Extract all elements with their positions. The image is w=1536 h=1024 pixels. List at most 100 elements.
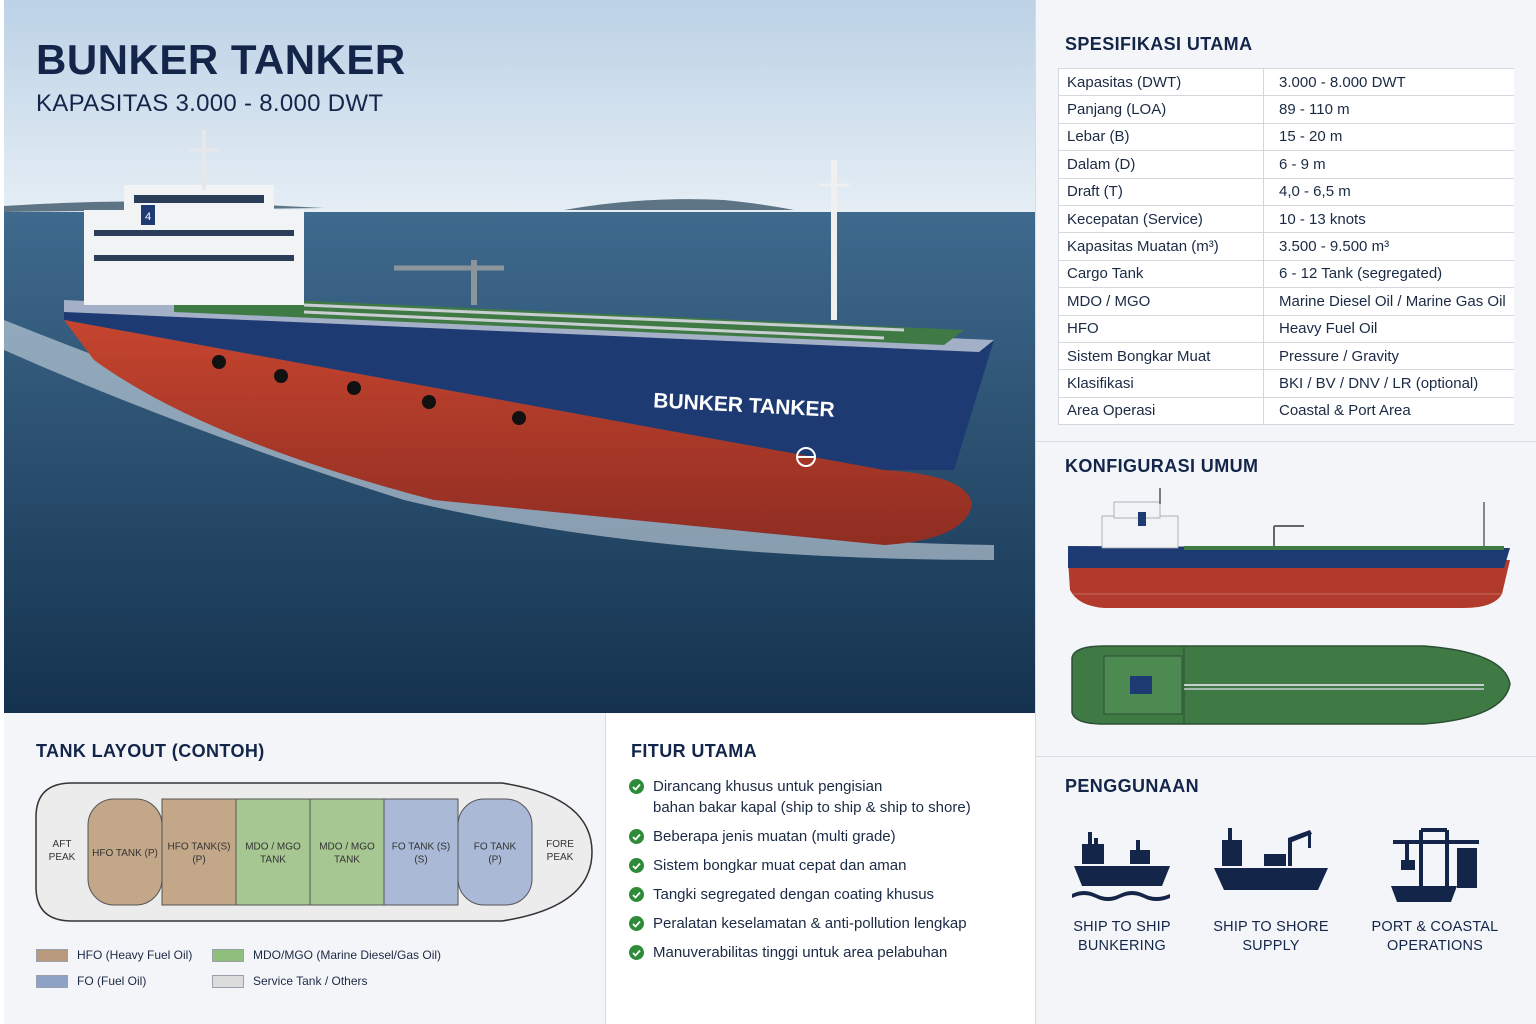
fore-peak-label-2: PEAK — [547, 852, 574, 863]
right-panel: SPESIFIKASI UTAMA Kapasitas (DWT)3.000 -… — [1035, 0, 1536, 1024]
feature-item: Dirancang khusus untuk pengisian bahan ba… — [629, 776, 1029, 818]
tank-cell — [235, 798, 311, 906]
tank-cell — [383, 798, 459, 906]
usage-label-line1: PORT & COASTAL — [1371, 919, 1499, 935]
tank-label: FO TANK (S) — [392, 842, 451, 853]
feature-item: Manuverabilitas tinggi untuk area pelabu… — [629, 942, 1029, 963]
tank-cell — [457, 798, 533, 906]
check-icon — [629, 829, 644, 844]
spec-label: Dalam (D) — [1058, 150, 1264, 179]
usage-label-line2: BUNKERING — [1077, 938, 1166, 954]
legend-fo: FO (Fuel Oil) — [36, 974, 146, 988]
ship-bunkering-icon — [1072, 832, 1170, 901]
tank-layout-heading: TANK LAYOUT (CONTOH) — [36, 741, 265, 761]
usage-label-line2: SUPPLY — [1242, 938, 1300, 954]
check-icon — [629, 887, 644, 902]
spec-value: Heavy Fuel Oil — [1263, 315, 1514, 343]
tank-label: HFO TANK (P) — [92, 848, 158, 859]
check-icon — [629, 916, 644, 931]
spec-value: 89 - 110 m — [1263, 95, 1514, 124]
spec-value: Pressure / Gravity — [1263, 342, 1514, 371]
legend-label: Service Tank / Others — [253, 974, 368, 988]
hero-photo: 4 BUNKER TANKER BUNKER TANKER KAPASITAS … — [4, 0, 1035, 713]
spec-row: Panjang (LOA)89 - 110 m — [1058, 95, 1514, 124]
fore-peak-label-1: FORE — [546, 839, 574, 850]
feature-text: Sistem bongkar muat cepat dan aman — [653, 857, 907, 874]
feature-item: Beberapa jenis muatan (multi grade) — [629, 826, 1029, 847]
spec-row: Kecepatan (Service)10 - 13 knots — [1058, 205, 1514, 234]
spec-label: Klasifikasi — [1058, 369, 1264, 398]
feature-text: Tangki segregated dengan coating khusus — [653, 886, 935, 903]
spec-label: MDO / MGO — [1058, 287, 1264, 316]
tank-label: HFO TANK(S) — [168, 842, 231, 853]
tank-layout-diagram: HFO TANK (P) HFO TANK(S) (P) MDO / MGO TANK M… — [35, 782, 593, 922]
spec-value: 6 - 9 m — [1263, 150, 1514, 179]
features-heading: FITUR UTAMA — [631, 741, 758, 761]
tank-label: (P) — [488, 855, 501, 866]
usage-item-ship-to-shore: SHIP TO SHORE SUPPLY — [1201, 820, 1341, 956]
check-icon — [629, 779, 644, 794]
usage-heading: PENGGUNAAN — [1065, 776, 1200, 796]
usage-item-port-coastal: PORT & COASTAL OPERATIONS — [1365, 820, 1505, 956]
spec-value: BKI / BV / DNV / LR (optional) — [1263, 369, 1514, 398]
legend-label: HFO (Heavy Fuel Oil) — [77, 948, 193, 962]
page-subtitle: KAPASITAS 3.000 - 8.000 DWT — [36, 90, 384, 117]
legend-swatch — [212, 948, 244, 962]
tank-label: MDO / MGO — [245, 842, 301, 853]
spec-value: Coastal & Port Area — [1263, 397, 1514, 426]
legend-hfo: HFO (Heavy Fuel Oil) — [36, 948, 192, 962]
spec-row: Lebar (B)15 - 20 m — [1058, 123, 1514, 152]
feature-item: Tangki segregated dengan coating khusus — [629, 884, 1029, 905]
spec-label: Draft (T) — [1058, 178, 1264, 206]
spec-label: HFO — [1058, 315, 1264, 343]
spec-value: 10 - 13 knots — [1263, 205, 1514, 234]
page-title: BUNKER TANKER — [36, 36, 406, 83]
tank-cell — [161, 798, 237, 906]
spec-label: Cargo Tank — [1058, 260, 1264, 289]
feature-text: Manuverabilitas tinggi untuk area pelabu… — [653, 944, 948, 961]
tank-label: TANK — [260, 855, 286, 866]
feature-text: Dirancang khusus untuk pengisian — [653, 778, 883, 795]
features-list: Dirancang khusus untuk pengisian bahan ba… — [629, 776, 1029, 971]
tank-layout-section: TANK LAYOUT (CONTOH) HFO TANK (P)HFO TAN… — [4, 713, 606, 1024]
legend-swatch — [36, 974, 68, 988]
spec-value: 6 - 12 Tank (segregated) — [1263, 260, 1514, 289]
spec-label: Kapasitas Muatan (m³) — [1058, 232, 1264, 261]
port-crane-icon — [1391, 828, 1479, 902]
usage-label-line2: OPERATIONS — [1387, 938, 1483, 954]
usage-label-line1: SHIP TO SHIP — [1073, 919, 1171, 935]
aft-peak-label-2: PEAK — [49, 852, 76, 863]
tank-label: (P) — [192, 855, 205, 866]
tank-cell — [309, 798, 385, 906]
spec-value: 15 - 20 m — [1263, 123, 1514, 152]
spec-value: 3.500 - 9.500 m³ — [1263, 232, 1514, 261]
divider — [1036, 441, 1536, 442]
tank-label: MDO / MGO — [319, 842, 375, 853]
aft-peak-label-1: AFT — [53, 839, 72, 850]
spec-row: Kapasitas Muatan (m³)3.500 - 9.500 m³ — [1058, 232, 1514, 261]
spec-label: Sistem Bongkar Muat — [1058, 342, 1264, 371]
usage-item-ship-to-ship: SHIP TO SHIP BUNKERING — [1052, 820, 1192, 956]
feature-item: Peralatan keselamatan & anti-pollution l… — [629, 913, 1029, 934]
legend-swatch — [36, 948, 68, 962]
feature-text-cont: bahan bakar kapal (ship to ship & ship t… — [653, 799, 971, 816]
side-view-drawing — [1068, 488, 1510, 608]
features-section: FITUR UTAMA Dirancang khusus untuk pengi… — [607, 713, 1035, 1024]
tank-label: FO TANK — [474, 842, 517, 853]
feature-item: Sistem bongkar muat cepat dan aman — [629, 855, 1029, 876]
legend-swatch — [212, 974, 244, 988]
ship-crane-icon — [1214, 828, 1328, 890]
tank-label: TANK — [334, 855, 360, 866]
spec-label: Panjang (LOA) — [1058, 95, 1264, 124]
spec-row: Kapasitas (DWT)3.000 - 8.000 DWT — [1058, 67, 1514, 97]
tank-label: (S) — [414, 855, 427, 866]
spec-row: Draft (T)4,0 - 6,5 m — [1058, 178, 1514, 206]
usage-label-line1: SHIP TO SHORE — [1213, 919, 1329, 935]
funnel-mark: 4 — [145, 211, 151, 223]
